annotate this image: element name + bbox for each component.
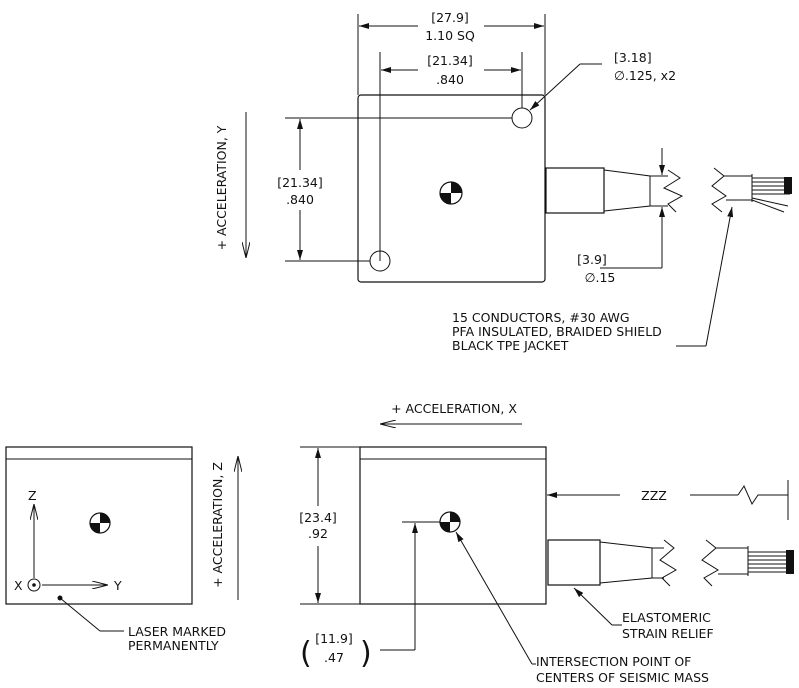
seismic-mass-symbol-top xyxy=(439,181,463,205)
left-view: Z X Y LASER MARKED PERMANENTLY + ACCELER… xyxy=(5,446,238,653)
mass-note-line-1: INTERSECTION POINT OF xyxy=(536,654,691,669)
hole-in-label: ∅.125, x2 xyxy=(614,68,676,83)
cable-mm-label: [3.9] xyxy=(577,252,607,267)
cable-top-view xyxy=(545,167,792,214)
hole-spacing-mm-label: [21.34] xyxy=(427,53,473,68)
strain-note-line-2: STRAIN RELIEF xyxy=(622,626,714,641)
x-axis-out-of-page-symbol xyxy=(27,578,41,592)
cable-note-line-2: PFA INSULATED, BRAIDED SHIELD xyxy=(452,324,662,339)
front-view: + ACCELERATION, X [23.4] .92 ( ) [11.9] … xyxy=(299,401,794,685)
cable-note-line-1: 15 CONDUCTORS, #30 AWG xyxy=(452,310,630,325)
accel-x-label: + ACCELERATION, X xyxy=(391,401,517,416)
x-axis-label: X xyxy=(14,578,23,593)
accel-z-label: + ACCELERATION, Z xyxy=(210,462,225,588)
paren-left: ( xyxy=(300,636,312,671)
z-axis-label: Z xyxy=(28,488,37,503)
paren-right: ) xyxy=(360,636,372,671)
cable-in-label: ∅.15 xyxy=(585,270,616,285)
hole-spacing-in-label: .840 xyxy=(436,72,464,87)
mass-note-line-2: CENTERS OF SEISMIC MASS xyxy=(536,670,709,685)
seismic-mass-symbol-left xyxy=(89,512,111,534)
laser-note-line-2: PERMANENTLY xyxy=(128,638,219,653)
vert-spacing-in-label: .840 xyxy=(286,192,314,207)
y-axis-label: Y xyxy=(113,578,122,593)
height-mm-label: [23.4] xyxy=(299,510,337,525)
cg-in-label: .47 xyxy=(324,650,344,665)
cable-length-label: ZZZ xyxy=(641,488,667,503)
seismic-mass-symbol-front xyxy=(439,511,461,533)
strain-note-line-1: ELASTOMERIC xyxy=(622,610,711,625)
top-view: [27.9] 1.10 SQ [21.34] .840 [3.18] ∅.125… xyxy=(214,10,792,353)
hole-mm-label: [3.18] xyxy=(614,50,652,65)
laser-note-line-1: LASER MARKED xyxy=(128,624,226,639)
width-mm-label: [27.9] xyxy=(431,10,469,25)
cable-front-view xyxy=(547,539,794,587)
cable-note-line-3: BLACK TPE JACKET xyxy=(452,338,569,353)
height-in-label: .92 xyxy=(308,526,328,541)
width-in-label: 1.10 SQ xyxy=(425,28,475,43)
accel-y-label: + ACCELERATION, Y xyxy=(214,125,229,250)
vert-spacing-mm-label: [21.34] xyxy=(277,175,323,190)
cg-mm-label: [11.9] xyxy=(315,631,353,646)
